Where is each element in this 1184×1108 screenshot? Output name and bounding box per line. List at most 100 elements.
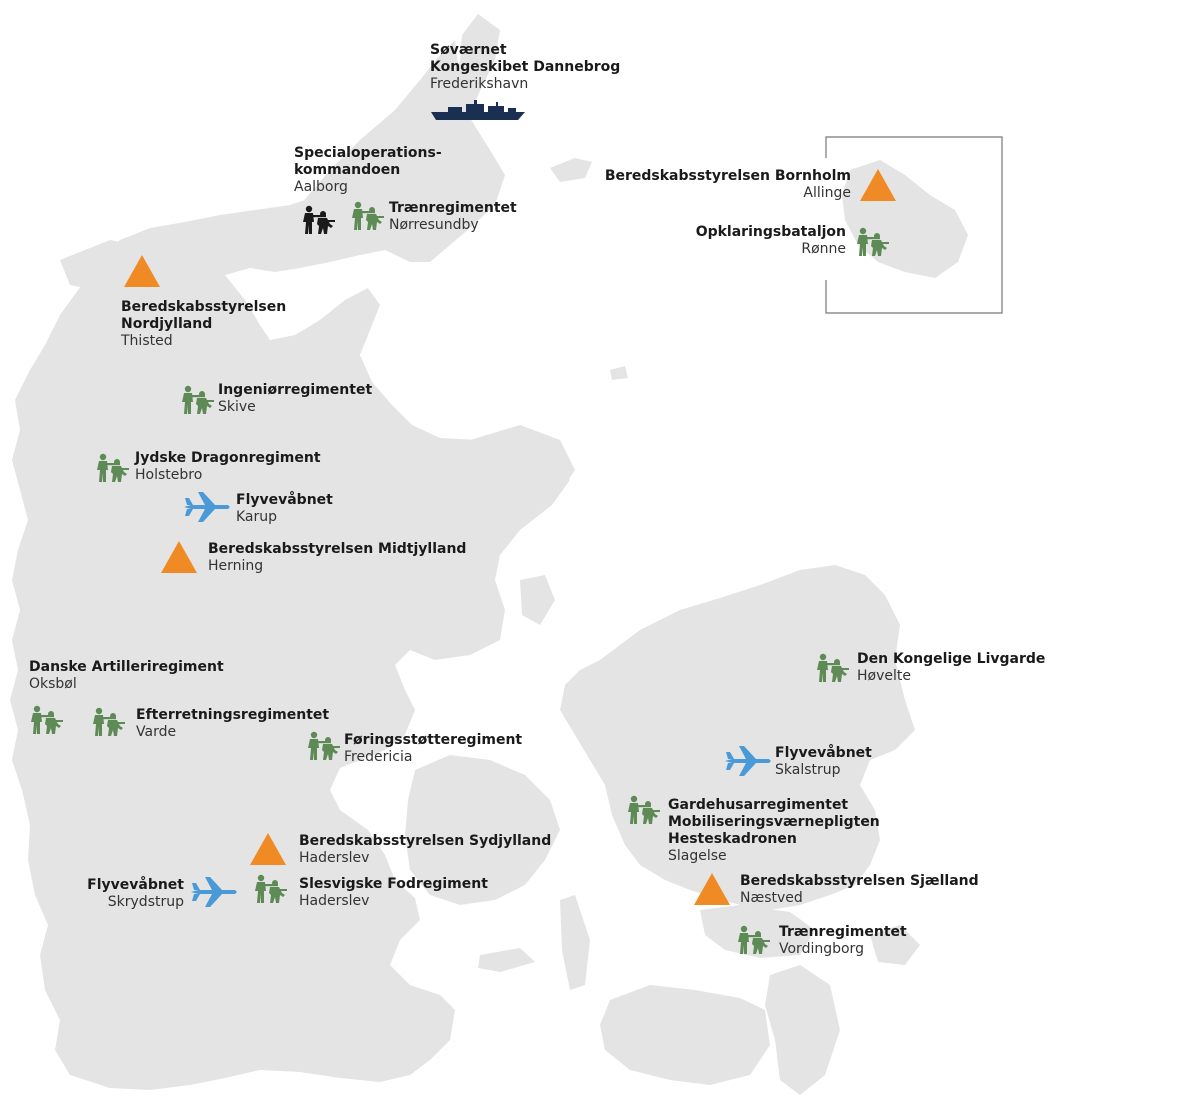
bornholm-inset-frame — [825, 136, 1003, 314]
triangle-icon — [694, 873, 730, 905]
soldiers-icon — [628, 795, 660, 824]
lolland-island — [600, 985, 770, 1085]
triangle-icon — [250, 833, 286, 865]
fighter-jet-icon — [191, 877, 237, 907]
place-name: Herning — [208, 558, 264, 574]
sjaelland-island — [560, 565, 915, 910]
fighter-jet-icon — [184, 492, 230, 522]
samsoe-island — [520, 575, 555, 625]
unit-name: Flyvevåbnet — [236, 492, 333, 508]
place-name: Thisted — [121, 333, 173, 349]
aeroe-island — [478, 948, 535, 972]
laesoe-island — [550, 158, 592, 182]
unit-name: Opklaringsbataljon — [695, 224, 846, 240]
unit-name: Ingeniørregimentet — [218, 382, 373, 398]
soldiers-icon — [255, 874, 287, 903]
place-name: Allinge — [803, 185, 851, 201]
place-name: Fredericia — [344, 749, 413, 765]
place-name: Aalborg — [294, 179, 348, 195]
soldiers-icon — [31, 705, 63, 734]
triangle-icon — [124, 255, 160, 287]
unit-name: Efterretningsregimentet — [136, 707, 330, 723]
falster-island — [765, 965, 840, 1095]
place-name: Næstved — [740, 890, 803, 906]
place-name: Holstebro — [135, 467, 203, 483]
place-name: Varde — [136, 724, 177, 740]
place-name: Vordingborg — [779, 941, 864, 957]
unit-name: Beredskabsstyrelsen — [121, 299, 287, 315]
unit-name: Beredskabsstyrelsen Sydjylland — [299, 833, 552, 849]
unit-name: kommandoen — [294, 162, 401, 178]
soldiers-icon — [308, 731, 340, 760]
unit-name: Danske Artilleriregiment — [29, 659, 224, 675]
soldiers-icon — [352, 201, 384, 230]
place-name: Skalstrup — [775, 762, 841, 778]
place-name: Haderslev — [299, 850, 370, 866]
place-name: Rønne — [801, 241, 846, 257]
place-name: Slagelse — [668, 848, 727, 864]
unit-name: Trænregimentet — [389, 200, 517, 216]
place-name: Karup — [236, 509, 278, 525]
unit-name: Slesvigske Fodregiment — [299, 876, 488, 892]
unit-name: Hesteskadronen — [668, 831, 797, 847]
fyn-island — [405, 755, 560, 905]
unit-name: Beredskabsstyrelsen Midtjylland — [208, 541, 467, 557]
mors-island — [170, 290, 240, 360]
soldiers-icon — [738, 925, 770, 954]
special-forces-icon — [303, 205, 335, 234]
vendsyssel — [300, 40, 460, 205]
unit-name: Den Kongelige Livgarde — [857, 651, 1046, 667]
place-name: Frederikshavn — [430, 76, 529, 92]
soldiers-icon — [182, 385, 214, 414]
unit-name: Flyvevåbnet — [775, 745, 872, 761]
unit-name: Søværnet — [430, 42, 507, 58]
place-name: Oksbøl — [29, 676, 77, 692]
warship-icon — [431, 100, 525, 120]
als-island — [350, 975, 395, 1012]
fighter-jet-icon — [725, 746, 771, 776]
langeland-island — [560, 895, 590, 990]
unit-name: Specialoperations- — [294, 145, 442, 161]
unit-name: Flyvevåbnet — [87, 877, 184, 893]
unit-name: Føringsstøtteregiment — [344, 732, 523, 748]
djursland — [470, 425, 575, 505]
soldiers-icon — [93, 707, 125, 736]
thy-coast — [60, 240, 150, 290]
soldiers-icon — [97, 453, 129, 482]
soldiers-icon — [817, 653, 849, 682]
moen-island — [870, 925, 920, 965]
triangle-icon — [161, 541, 197, 573]
triangle-icon — [860, 169, 896, 201]
soldiers-icon — [857, 227, 889, 256]
unit-name: Kongeskibet Dannebrog — [430, 59, 621, 75]
place-name: Høvelte — [857, 668, 911, 684]
unit-name: Jydske Dragonregiment — [135, 450, 321, 466]
unit-name: Gardehusarregimentet — [668, 797, 849, 813]
anholt-island — [610, 366, 628, 380]
unit-name: Beredskabsstyrelsen Bornholm — [604, 168, 851, 184]
place-name: Skrydstrup — [107, 894, 184, 910]
unit-name: Nordjylland — [121, 316, 213, 332]
unit-name: Beredskabsstyrelsen Sjælland — [740, 873, 979, 889]
place-name: Skive — [218, 399, 256, 415]
